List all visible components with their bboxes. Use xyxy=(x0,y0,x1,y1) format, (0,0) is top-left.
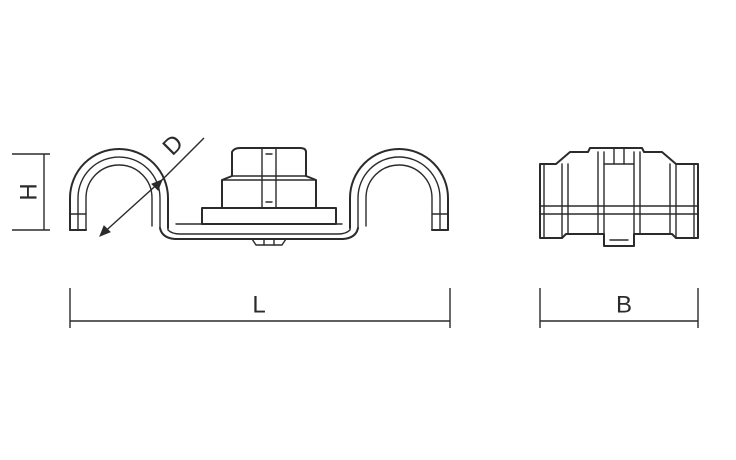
lower-pin xyxy=(251,238,287,246)
right-saddle xyxy=(349,148,449,231)
length-label: L xyxy=(252,291,265,318)
width-dimension: B xyxy=(539,288,699,328)
width-label: B xyxy=(616,291,632,318)
diameter-label: D xyxy=(158,130,189,161)
height-label: H xyxy=(15,183,42,200)
mounting-block xyxy=(201,147,337,225)
left-saddle xyxy=(69,148,169,231)
front-view xyxy=(69,147,449,246)
side-view xyxy=(539,147,699,247)
length-dimension: L xyxy=(69,288,451,328)
base-bridge xyxy=(159,223,359,240)
height-dimension: H xyxy=(12,153,50,231)
